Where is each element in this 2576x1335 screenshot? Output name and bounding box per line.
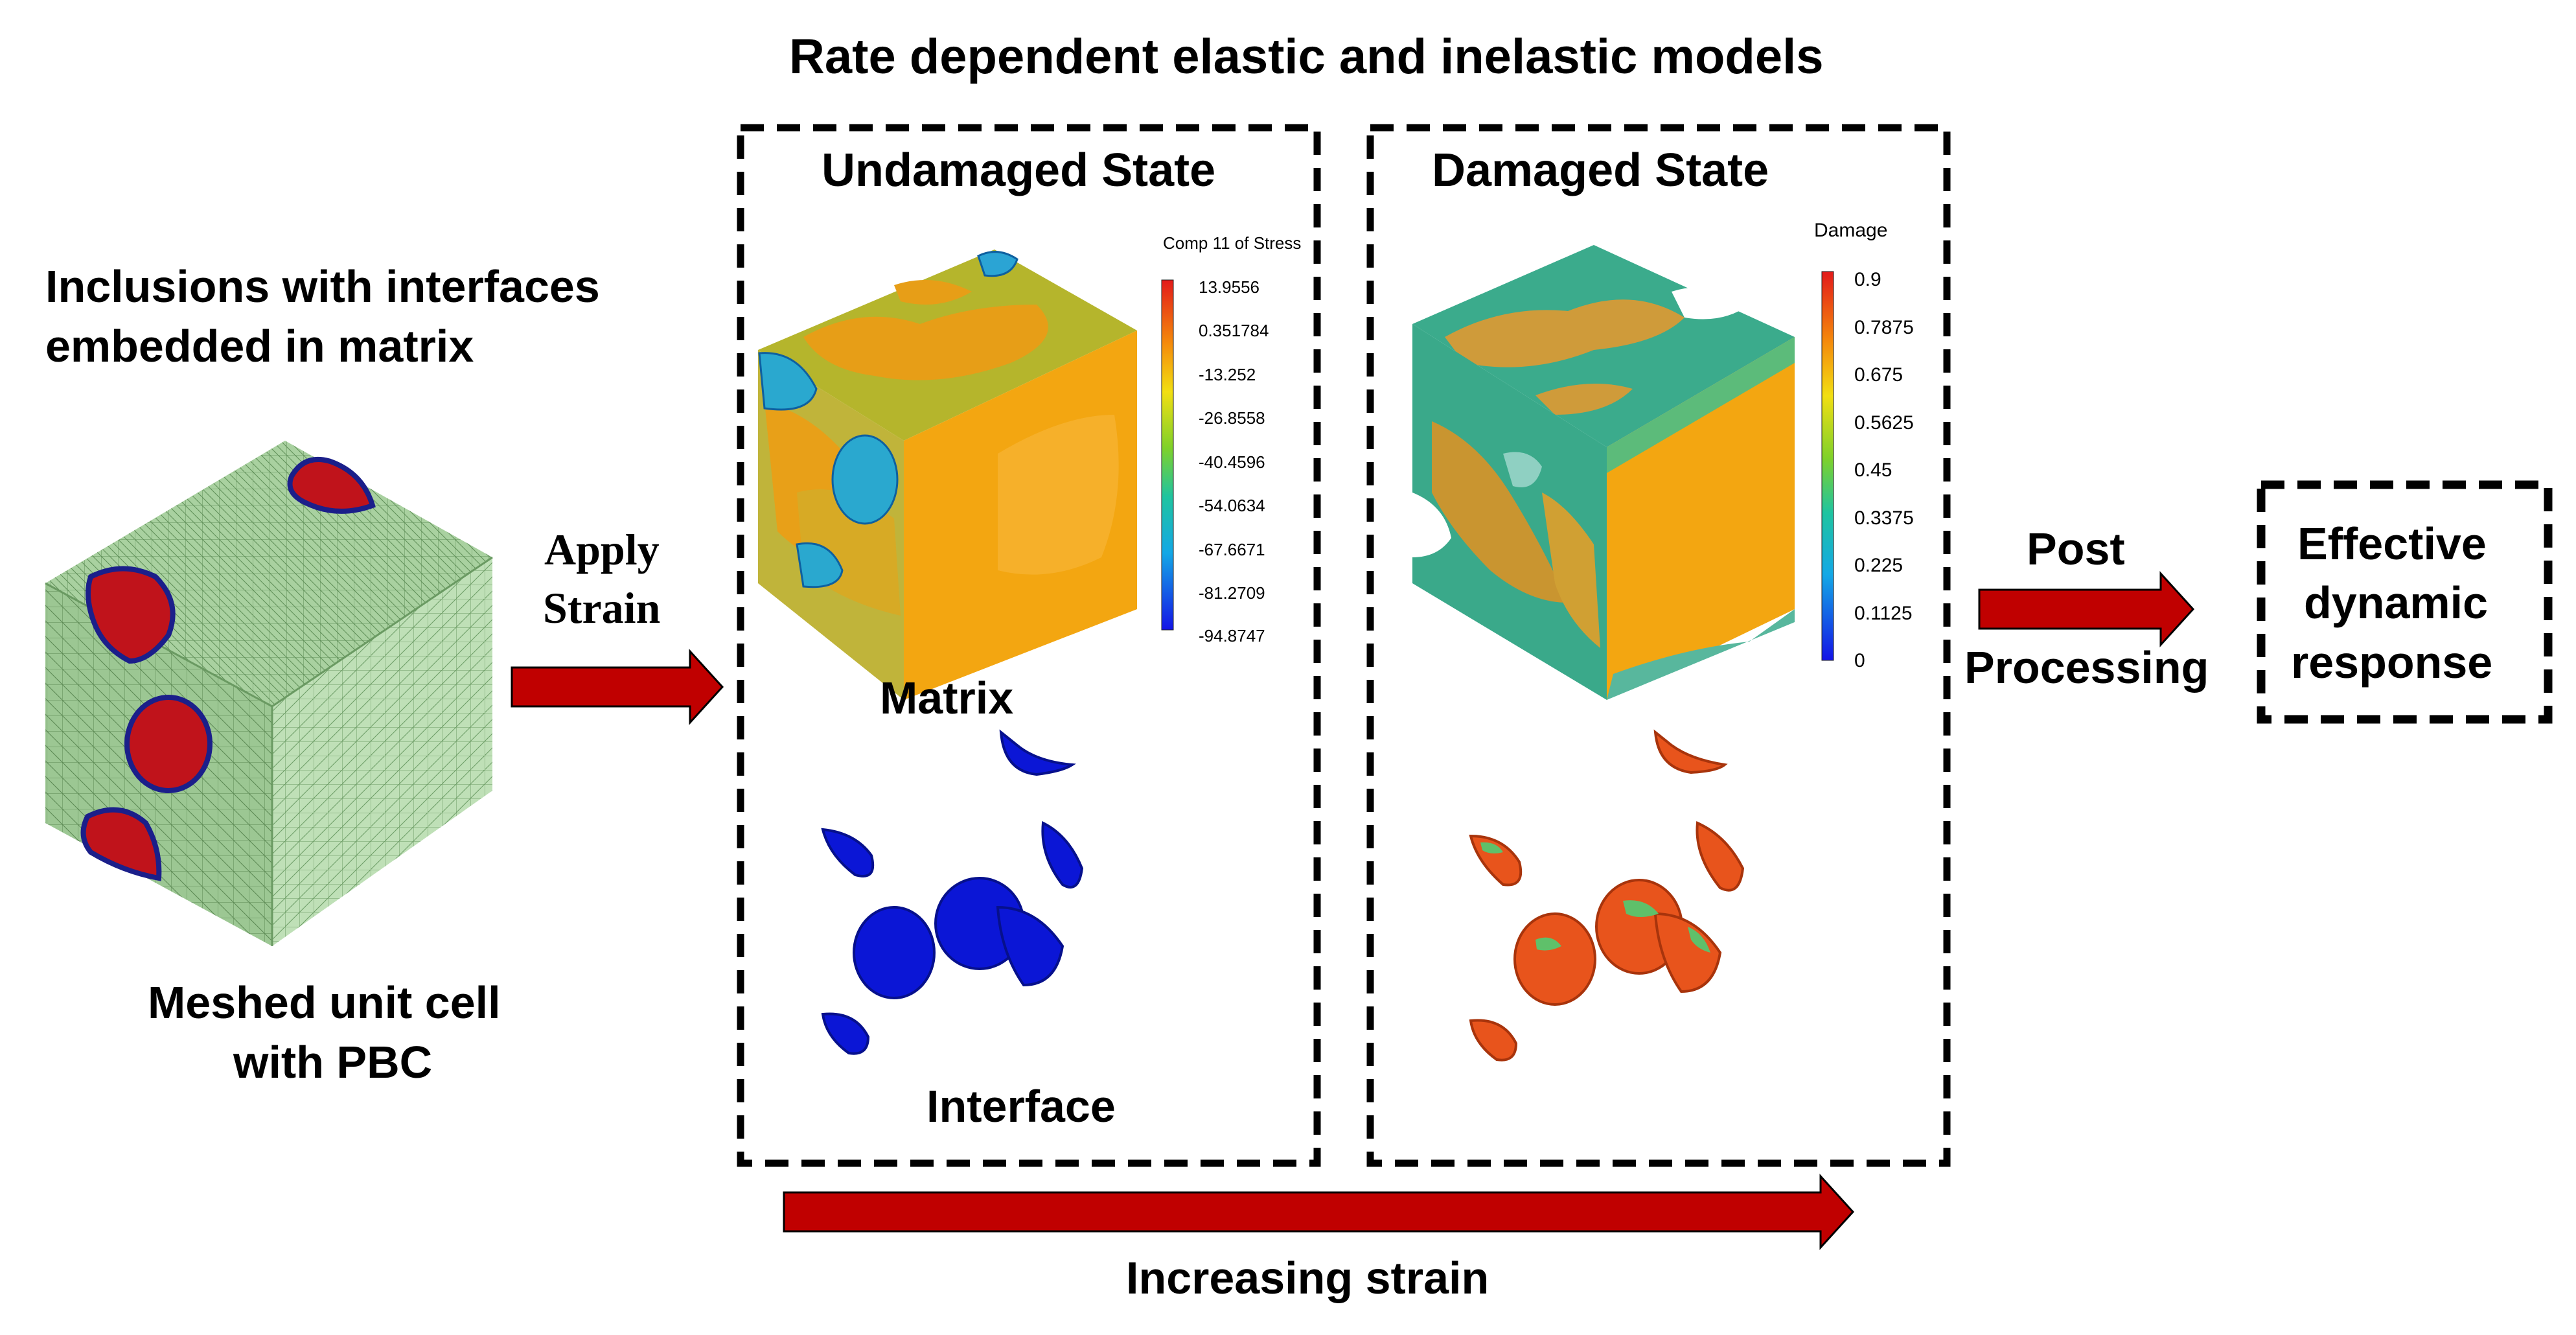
left-caption-top-line-2: embedded in matrix	[45, 321, 474, 371]
damage-legend-value-6: 0.225	[1854, 555, 1903, 576]
undamaged-stress-cube	[758, 250, 1137, 700]
damage-legend-value-5: 0.3375	[1854, 507, 1914, 529]
output-line-1: Effective	[2297, 518, 2487, 569]
damage-legend-value-8: 0	[1854, 650, 1865, 671]
damaged-title: Damaged State	[1432, 145, 1769, 196]
apply-strain-arrow	[511, 649, 724, 725]
damaged-panel-border	[1366, 124, 1951, 1167]
undamaged-title: Undamaged State	[822, 145, 1216, 196]
stress-legend-bar	[1161, 279, 1174, 631]
post-processing-arrow	[1978, 571, 2195, 647]
left-caption-top-line-1: Inclusions with interfaces	[45, 261, 600, 312]
damage-legend-value-0: 0.9	[1854, 269, 1881, 290]
matrix-label: Matrix	[880, 673, 1014, 723]
cube-right-face	[272, 557, 492, 946]
left-caption-bottom-line-2: with PBC	[233, 1037, 433, 1087]
strain-label: Strain	[543, 583, 661, 633]
damage-legend-value-2: 0.675	[1854, 364, 1903, 386]
inclusion-left-top	[86, 566, 176, 664]
damage-legend-value-3: 0.5625	[1854, 412, 1914, 434]
meshed-unit-cell	[45, 441, 493, 946]
increasing-strain-arrow	[783, 1174, 1855, 1250]
damaged-interfaces	[1469, 729, 1745, 1062]
stress-legend-value-6: -67.6671	[1199, 540, 1265, 559]
left-caption-bottom-line-1: Meshed unit cell	[148, 977, 501, 1028]
undamaged-panel-border	[737, 124, 1321, 1167]
apply-label: Apply	[544, 525, 660, 574]
stress-legend-value-2: -13.252	[1199, 365, 1256, 384]
output-line-2: dynamic	[2304, 577, 2488, 628]
damaged-interface-highlights	[1480, 842, 1710, 953]
inclusion-left-middle	[124, 695, 213, 793]
interface-label: Interface	[926, 1081, 1116, 1132]
stress-legend-title: Comp 11 of Stress	[1163, 233, 1302, 253]
output-line-3: response	[2291, 637, 2493, 688]
undamaged-interfaces	[821, 729, 1084, 1055]
stress-legend-value-5: -54.0634	[1199, 496, 1265, 515]
output-box-border	[2257, 480, 2553, 724]
diagram-title: Rate dependent elastic and inelastic mod…	[789, 29, 1824, 84]
stress-legend-value-3: -26.8558	[1199, 408, 1265, 428]
damaged-cube	[1412, 245, 1795, 700]
damage-legend-value-7: 0.1125	[1854, 603, 1913, 624]
damage-legend-bar	[1821, 271, 1834, 661]
stress-legend-value-8: -94.8747	[1199, 626, 1265, 645]
stress-legend-value-0: 13.9556	[1199, 277, 1259, 297]
damage-legend-value-4: 0.45	[1854, 459, 1892, 481]
damage-legend-title: Damage	[1814, 220, 1888, 241]
inclusion-left-bottom	[80, 807, 162, 881]
stress-legend-value-1: 0.351784	[1199, 321, 1269, 340]
stress-legend-value-4: -40.4596	[1199, 452, 1265, 472]
increasing-strain-label: Increasing strain	[1126, 1253, 1489, 1303]
damage-legend-value-1: 0.7875	[1854, 317, 1914, 338]
stress-legend-value-7: -81.2709	[1199, 583, 1265, 603]
processing-label: Processing	[1964, 642, 2209, 693]
inclusion-top	[287, 456, 376, 514]
post-label: Post	[2027, 524, 2125, 574]
